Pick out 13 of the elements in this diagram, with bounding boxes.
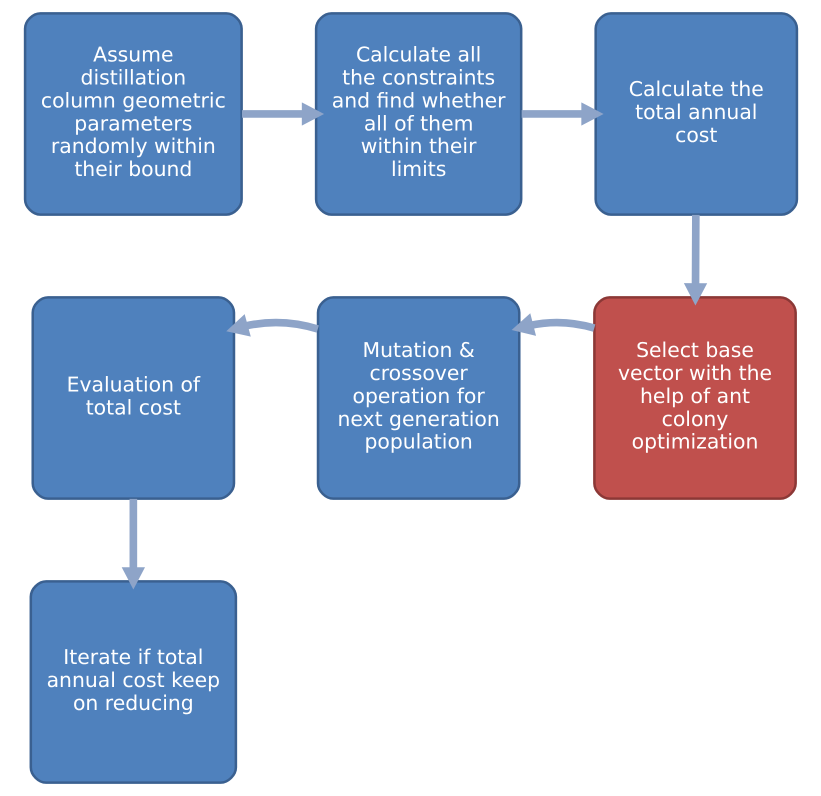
arrow	[521, 102, 604, 126]
node-box: Assume distillation column geometric parameters randomly within their bound	[23, 12, 242, 216]
node-box: Mutation & crossover operation for next generation population	[316, 296, 520, 500]
arrow	[242, 102, 324, 126]
node-box: Calculate the total annual cost	[594, 12, 798, 216]
node-box: Iterate if total annual cost keep on reducing	[29, 580, 237, 784]
node-box: Select base vector with the help of ant colony optimization	[592, 296, 796, 500]
arrow	[226, 314, 318, 337]
arrow	[121, 498, 145, 590]
node-box: Evaluation of total cost	[30, 296, 235, 500]
arrow	[511, 313, 595, 336]
node-box: Calculate all the constraints and find whether all of them within their limits	[314, 12, 522, 216]
arrow	[683, 214, 707, 306]
